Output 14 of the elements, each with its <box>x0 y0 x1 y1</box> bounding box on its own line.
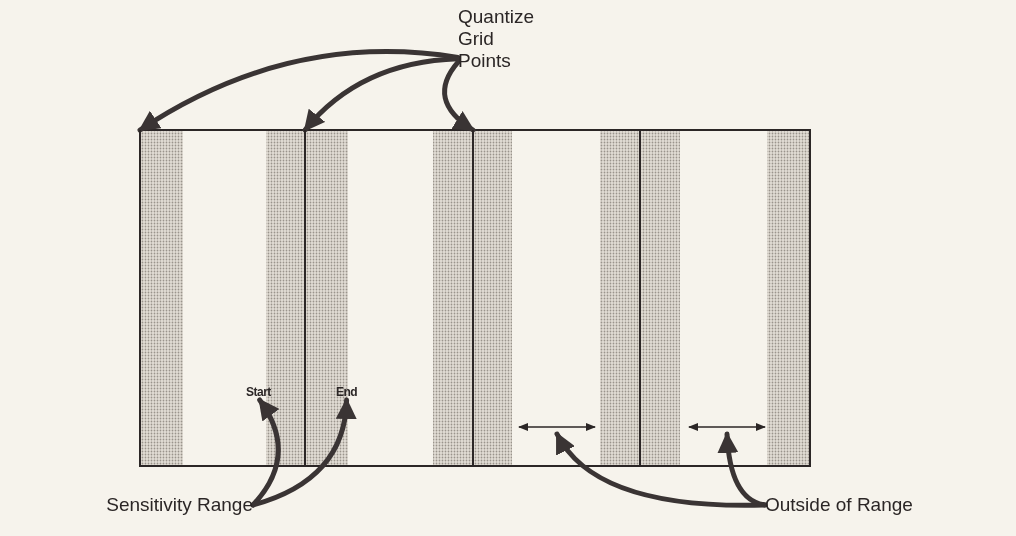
start-label: Start <box>246 384 271 400</box>
leader-arrow <box>250 397 281 508</box>
leader-arrow <box>442 59 476 133</box>
end-label: End <box>336 384 358 400</box>
callout-label: Sensitivity Range <box>106 494 253 516</box>
leader-arrow <box>717 431 768 508</box>
leader-arrow <box>250 397 356 508</box>
callout-label: Outside of Range <box>765 494 913 516</box>
range-arrow <box>518 420 596 434</box>
callout-label: Quantize Grid Points <box>458 6 550 72</box>
leader-arrow <box>554 431 768 508</box>
range-arrow <box>688 420 766 434</box>
leader-arrow <box>302 56 461 133</box>
leader-arrow <box>137 49 461 133</box>
